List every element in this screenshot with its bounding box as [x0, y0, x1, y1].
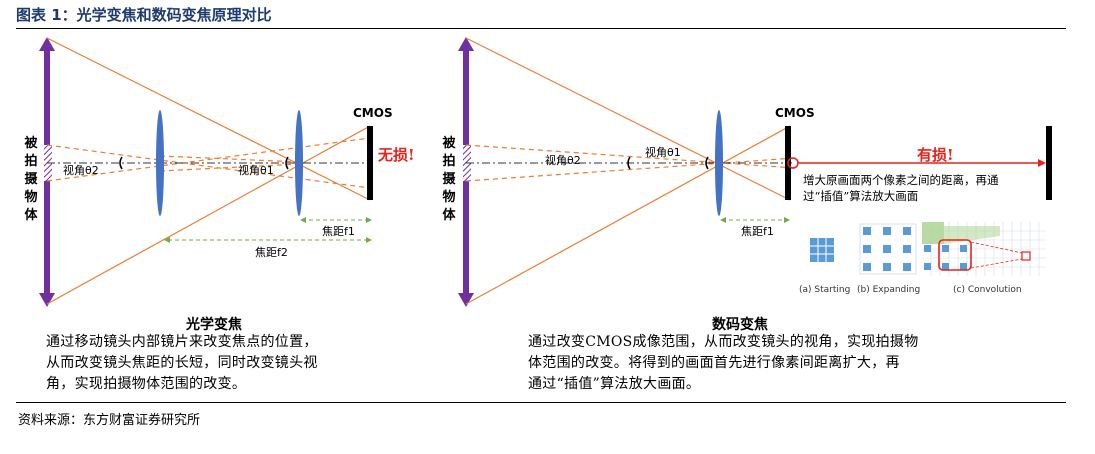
output-screen — [1046, 126, 1052, 200]
focal-f1-label-right: 焦距f1 — [741, 225, 774, 238]
object-label-right: 被拍摄物体 — [442, 136, 456, 223]
stage-label-starting: (a) Starting — [799, 285, 851, 295]
bottom-divider — [16, 402, 1066, 403]
figure-title: 图表 1：光学变焦和数码变焦原理对比 — [16, 6, 272, 24]
top-divider — [16, 28, 1066, 29]
object-label-left: 被拍摄物体 — [24, 136, 38, 223]
digital-zoom-desc: 通过改变CMOS成像范围，从而改变镜头的视角，实现拍摄物 体范围的改变。将得到的… — [528, 334, 919, 392]
angle2-label-right: 视角θ2 — [545, 154, 581, 167]
stage-label-expanding: (b) Expanding — [857, 285, 921, 295]
lossy-label: 有损! — [917, 146, 954, 164]
digital-zoom-title: 数码变焦 — [712, 317, 768, 333]
optical-zoom-panel — [39, 37, 373, 307]
object-arrow-right — [458, 37, 474, 307]
lens-right — [715, 110, 723, 216]
interp-convolution-grid — [922, 222, 1046, 276]
interpolation-note: 增大原画面两个像素之间的距离，再通 过“插值”算法放大画面 — [803, 173, 999, 203]
lens-f1 — [295, 110, 303, 216]
lossless-label: 无损! — [378, 146, 415, 164]
focal-f1-label-left: 焦距f1 — [322, 225, 355, 238]
rays-dashed-right — [465, 144, 796, 182]
rays-solid-left — [46, 37, 371, 305]
optical-zoom-title: 光学变焦 — [186, 317, 242, 333]
object-arrow-left — [39, 37, 55, 307]
cmos-label-left: CMOS — [353, 106, 393, 120]
source-note: 资料来源：东方财富证券研究所 — [18, 413, 201, 428]
stage-label-convolution: (c) Convolution — [953, 285, 1022, 295]
cmos-sensor-left — [367, 126, 373, 200]
cmos-label-right: CMOS — [775, 106, 815, 120]
focal-f2-label-left: 焦距f2 — [255, 246, 288, 259]
rays-dashed-left — [46, 137, 371, 189]
digital-zoom-panel — [458, 37, 1052, 307]
rays-solid-right — [465, 37, 791, 305]
angle1-label-right: 视角θ1 — [645, 146, 681, 159]
interp-expanding-grid — [859, 223, 917, 275]
angle1-label-left: 视角θ1 — [238, 164, 274, 177]
angle2-label-left: 视角θ2 — [63, 164, 99, 177]
lens-f2 — [156, 110, 164, 216]
interp-starting-grid — [810, 238, 834, 262]
optical-zoom-desc: 通过移动镜头内部镜片来改变焦点的位置， 从而改变镜头焦距的长短，同时改变镜头视 … — [46, 334, 318, 392]
